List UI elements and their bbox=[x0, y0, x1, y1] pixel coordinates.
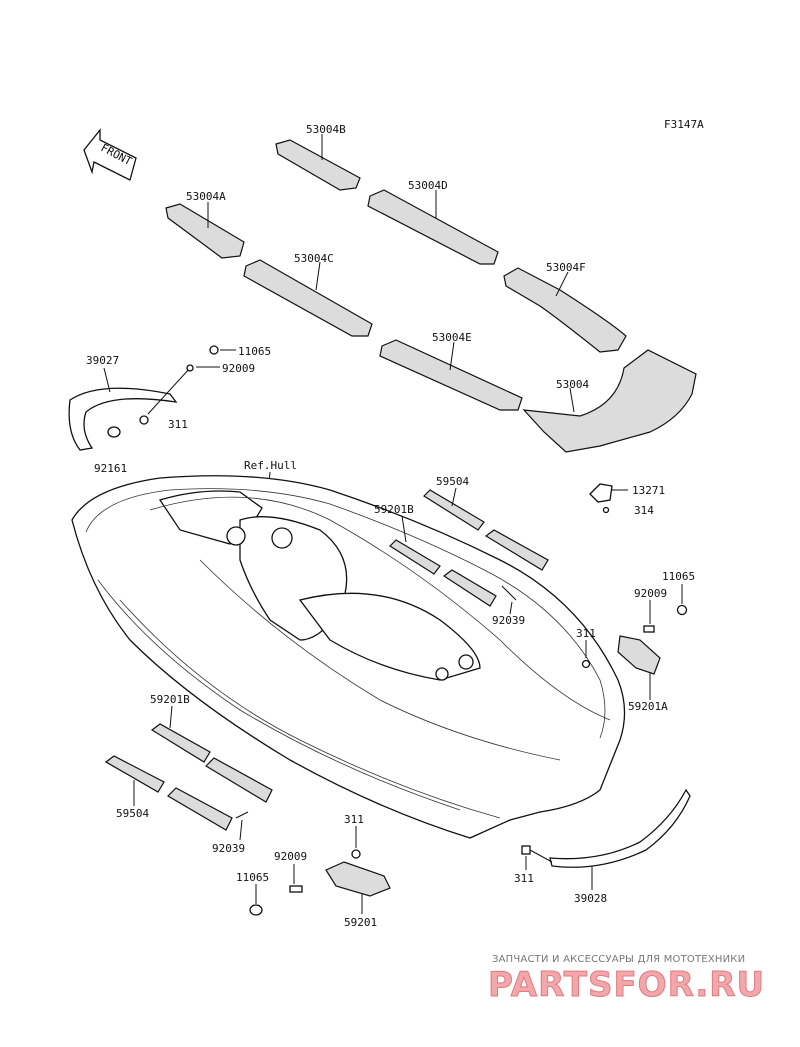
mat-53004E bbox=[379, 339, 523, 411]
front-arrow-icon: FRONT bbox=[83, 128, 137, 181]
label-59201: 59201 bbox=[344, 916, 377, 929]
bumper-39028 bbox=[549, 788, 691, 868]
rail-59504-top-a bbox=[423, 489, 485, 531]
label-53004D: 53004D bbox=[408, 179, 448, 192]
mat-53004A bbox=[165, 203, 245, 259]
rail-59504-bottom-b bbox=[167, 787, 233, 831]
label-11065-top: 11065 bbox=[238, 345, 271, 358]
mat-53004D bbox=[367, 189, 499, 265]
label-92009-right: 92009 bbox=[634, 587, 667, 600]
label-13271: 13271 bbox=[632, 484, 665, 497]
label-53004C: 53004C bbox=[294, 252, 334, 265]
label-53004B: 53004B bbox=[306, 123, 346, 136]
label-311-bottom: 311 bbox=[344, 813, 364, 826]
label-92009-bottom: 92009 bbox=[274, 850, 307, 863]
rail-59504-bottom-a bbox=[104, 755, 165, 793]
label-59201B-bottom: 59201B bbox=[150, 693, 190, 706]
bumper-39027 bbox=[68, 387, 178, 451]
figure-code: F3147A bbox=[664, 118, 704, 131]
label-ref-hull: Ref.Hull bbox=[244, 459, 297, 472]
label-92009-top: 92009 bbox=[222, 362, 255, 375]
strip-59201B-bottom-b bbox=[205, 757, 273, 803]
strip-59201B-top-b bbox=[442, 569, 497, 607]
strip-59201B-top-a bbox=[389, 539, 441, 575]
label-53004A: 53004A bbox=[186, 190, 226, 203]
label-59201B-top: 59201B bbox=[374, 503, 414, 516]
mat-53004C bbox=[243, 259, 373, 337]
label-92161: 92161 bbox=[94, 462, 127, 475]
mat-53004 bbox=[522, 349, 697, 453]
label-59504-top: 59504 bbox=[436, 475, 469, 488]
sponson-59201A bbox=[617, 635, 661, 675]
label-53004F: 53004F bbox=[546, 261, 586, 274]
rail-59504-top-b bbox=[484, 529, 549, 571]
cap-311-top bbox=[139, 415, 149, 425]
label-53004E: 53004E bbox=[432, 331, 472, 344]
label-11065-bottom: 11065 bbox=[236, 871, 269, 884]
label-39027: 39027 bbox=[86, 354, 119, 367]
label-11065-right: 11065 bbox=[662, 570, 695, 583]
label-59504-bottom: 59504 bbox=[116, 807, 149, 820]
sponson-59201 bbox=[325, 861, 391, 897]
label-59201A: 59201A bbox=[628, 700, 668, 713]
hull-body bbox=[71, 475, 626, 839]
label-92039-top: 92039 bbox=[492, 614, 525, 627]
label-53004: 53004 bbox=[556, 378, 589, 391]
label-39028: 39028 bbox=[574, 892, 607, 905]
nut-11065-bottom bbox=[249, 904, 263, 916]
nut-92161 bbox=[107, 426, 121, 438]
mat-53004B bbox=[275, 139, 361, 191]
label-311-top: 311 bbox=[168, 418, 188, 431]
label-92039-bottom: 92039 bbox=[212, 842, 245, 855]
bracket-13271 bbox=[589, 483, 613, 503]
strip-59201B-bottom-a bbox=[150, 723, 211, 763]
watermark-logo: PARTSFOR.RU bbox=[488, 965, 765, 1005]
watermark-caption: ЗАПЧАСТИ И АКСЕССУАРЫ ДЛЯ МОТОТЕХНИКИ bbox=[492, 954, 745, 965]
label-311-lower-right: 311 bbox=[514, 872, 534, 885]
label-311-right: 311 bbox=[576, 627, 596, 640]
label-314: 314 bbox=[634, 504, 654, 517]
mat-53004F bbox=[503, 267, 627, 353]
